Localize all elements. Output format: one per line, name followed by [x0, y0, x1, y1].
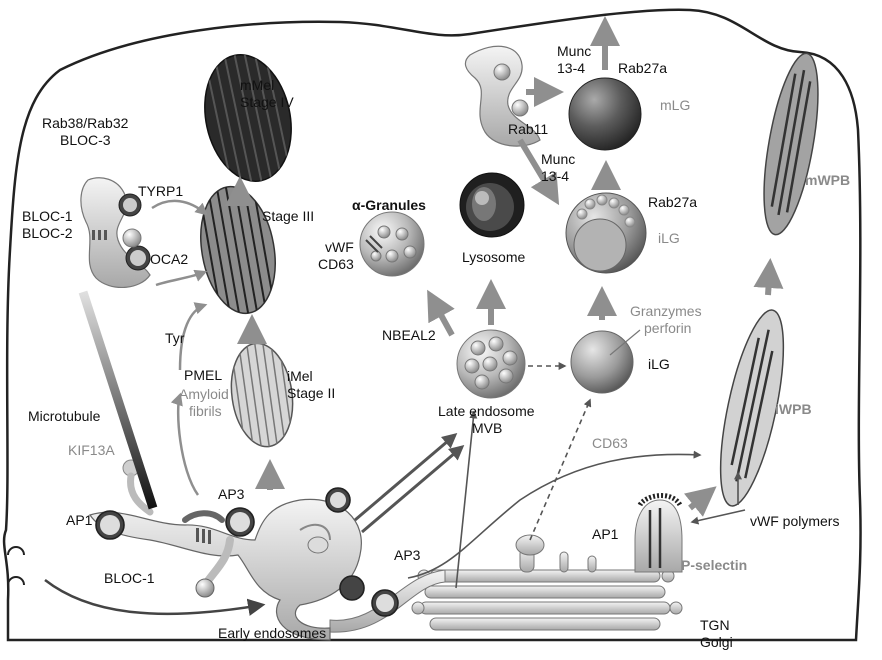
label-rab27a-mid: Rab27a	[648, 194, 697, 211]
label-rab38: Rab38/Rab32	[42, 115, 128, 132]
label-bloc2: BLOC-2	[22, 225, 73, 242]
arrow-iwpb-to-mwpb	[768, 264, 770, 295]
ilg-granule-upper	[566, 193, 646, 273]
label-stage-iii: Stage III	[262, 208, 314, 225]
label-stage-iv: Stage IV	[240, 94, 294, 111]
label-mvb: MVB	[472, 420, 502, 437]
label-bloc1-bottom: BLOC-1	[104, 570, 155, 587]
label-nbeal2: NBEAL2	[382, 327, 436, 344]
cell-membrane	[4, 10, 860, 640]
membrane-pit	[8, 577, 24, 585]
lysosome	[460, 173, 524, 237]
label-early-endosomes: Early endosomes	[218, 625, 326, 642]
label-bloc3: BLOC-3	[60, 132, 111, 149]
label-microtubule: Microtubule	[28, 408, 100, 425]
label-vwf: vWF	[325, 239, 354, 256]
label-stage-ii: Stage II	[287, 385, 335, 402]
label-pmel: PMEL	[184, 367, 222, 384]
label-lysosome: Lysosome	[462, 249, 525, 266]
ilg-granule-lower	[571, 331, 633, 393]
label-cd63-left: CD63	[318, 256, 354, 273]
label-iwpb: iWPB	[775, 401, 812, 418]
mmel-stage-iv	[192, 41, 303, 195]
mlg-granule	[569, 78, 641, 150]
melanosome-stage-iii	[190, 175, 285, 325]
label-mmel: mMel	[240, 77, 274, 94]
label-tgn: TGN	[700, 617, 730, 634]
label-tyrp1: TYRP1	[138, 183, 183, 200]
label-mwpb: mWPB	[805, 172, 850, 189]
label-cd63-right: CD63	[592, 435, 628, 452]
alpha-granule	[360, 212, 424, 276]
label-p-selectin: P-selectin	[681, 557, 747, 574]
label-golgi: Golgi	[700, 634, 733, 651]
label-ilg-black: iLG	[648, 356, 670, 373]
label-imel: iMel	[287, 368, 313, 385]
label-ap1-left: AP1	[66, 512, 92, 529]
label-bloc1-top: BLOC-1	[22, 208, 73, 225]
label-late-endosome: Late endosome	[438, 403, 535, 420]
label-kif13a: KIF13A	[68, 442, 115, 459]
arrow-vwf-to-ptube	[692, 510, 745, 522]
label-munc-top-1: Munc	[557, 43, 591, 60]
arrow-tyrp1	[152, 201, 206, 214]
label-mlg: mLG	[660, 97, 690, 114]
golgi-stack	[412, 570, 682, 630]
label-alpha-granules: α-Granules	[352, 197, 426, 214]
label-ilg-gray: iLG	[658, 230, 680, 247]
arrow-ee-to-mvb-1	[355, 435, 455, 520]
microtubule	[83, 292, 153, 508]
label-fibrils: fibrils	[189, 403, 222, 420]
membrane-pit	[8, 547, 24, 555]
label-vwf-polymers: vWF polymers	[750, 513, 839, 530]
label-oca2: OCA2	[150, 251, 188, 268]
arrow-ptube-to-iwpb	[690, 490, 712, 508]
label-ap1-right: AP1	[592, 526, 618, 543]
label-ap3-bottom: AP3	[394, 547, 420, 564]
label-munc-mid-2: 13-4	[541, 168, 569, 185]
arrow-tgn-to-mvb	[456, 412, 474, 588]
label-munc-top-2: 13-4	[557, 60, 585, 77]
mwpb	[753, 50, 828, 239]
budding-wpb-p-selectin	[635, 496, 682, 572]
label-rab11: Rab11	[508, 121, 548, 138]
label-munc-mid-1: Munc	[541, 151, 575, 168]
label-amyloid: Amyloid	[179, 386, 229, 403]
arrow-oca2	[156, 272, 205, 285]
label-perforin: perforin	[644, 320, 691, 337]
arrow-ee-to-mvb-2	[362, 447, 462, 532]
label-rab27a-top: Rab27a	[618, 60, 667, 77]
label-tyr: Tyr	[165, 330, 184, 347]
label-ap3-top: AP3	[218, 486, 244, 503]
late-endosome-mvb	[457, 330, 525, 398]
label-granzymes: Granzymes	[630, 303, 702, 320]
